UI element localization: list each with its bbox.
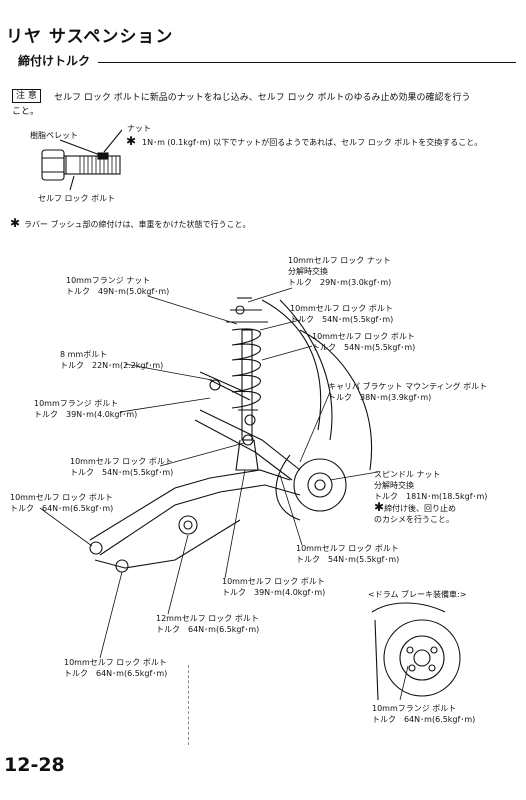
caution-text-line2: こと。 bbox=[12, 107, 40, 117]
callout-flange-bolt: 10mmフランジ ボルトトルク 39N･m(4.0kgf･m) bbox=[34, 399, 138, 419]
callout-upper-nut: 10mmセルフ ロック ナット分解時交換トルク 29N･m(3.0kgf･m) bbox=[288, 256, 392, 287]
callout-lower-arm-bolt: 10mmセルフ ロック ボルトトルク 39N･m(4.0kgf･m) bbox=[222, 577, 326, 597]
callout-drum-flange-bolt: 10mmフランジ ボルトトルク 64N･m(6.5kgf･m) bbox=[372, 704, 476, 724]
callout-flange-nut: 10mmフランジ ナットトルク 49N･m(5.0kgf･m) bbox=[66, 276, 170, 296]
binding-margin bbox=[188, 665, 189, 745]
self-lock-bolt-label: セルフ ロック ボルト bbox=[38, 194, 116, 203]
callout-trailing-arm-bolt: 10mmセルフ ロック ボルトトルク 64N･m(6.5kgf･m) bbox=[10, 493, 114, 513]
resin-pellet-label: 樹脂ペレット bbox=[30, 131, 78, 140]
callout-shock-bolt: 10mmセルフ ロック ボルトトルク 54N･m(5.5kgf･m) bbox=[290, 304, 394, 324]
star-marker-icon: ✱ bbox=[126, 134, 137, 148]
body-outline bbox=[261, 299, 372, 521]
page-title: リヤ サスペンション bbox=[6, 27, 174, 47]
callout-8mm-bolt: 8 mmボルトトルク 22N･m(2.2kgf･m) bbox=[60, 350, 164, 370]
page-number: 12-28 bbox=[4, 754, 65, 776]
caution-label: 注 意 bbox=[12, 89, 41, 103]
callout-lower-knuckle-bolt: 10mmセルフ ロック ボルトトルク 54N･m(5.5kgf･m) bbox=[296, 544, 400, 564]
callout-spindle-nut: スピンドル ナット分解時交換トルク 181N･m(18.5kgf･m) ✱締付け… bbox=[374, 470, 488, 524]
drum-brake-caption: <ドラム ブレーキ装備車:> bbox=[368, 590, 467, 599]
callout-12mm-bolt: 12mmセルフ ロック ボルトトルク 64N･m(6.5kgf･m) bbox=[156, 614, 260, 634]
nut-label: ナット bbox=[127, 124, 151, 133]
callout-caliper-bolt: キャリパ ブラケット マウンティング ボルトトルク 38N･m(3.9kgf･m… bbox=[328, 382, 488, 402]
lower-arms bbox=[89, 305, 301, 573]
section-rule bbox=[98, 62, 516, 63]
shock-spring bbox=[226, 297, 268, 471]
caution-text-line1: セルフ ロック ボルトに新品のナットをねじ込み、セルフ ロック ボルトのゆるみ止… bbox=[54, 93, 471, 103]
rubber-bush-note: ラバー ブッシュ部の締付けは、車重をかけた状態で行うこと。 bbox=[24, 220, 251, 229]
star-marker-icon: ✱ bbox=[374, 500, 385, 514]
leader-lines bbox=[39, 287, 379, 659]
bolt-check-note: 1N･m (0.1kgf･m) 以下でナットが回るようであれば、セルフ ロック … bbox=[142, 138, 483, 147]
callout-arm-bolt: 10mmセルフ ロック ボルトトルク 54N･m(5.5kgf･m) bbox=[312, 332, 416, 352]
callout-front-bolt: 10mmセルフ ロック ボルトトルク 64N･m(6.5kgf･m) bbox=[64, 658, 168, 678]
star-marker-icon: ✱ bbox=[10, 216, 21, 230]
drum-brake-inset bbox=[371, 602, 461, 701]
callout-knuckle-bolt: 10mmセルフ ロック ボルトトルク 54N･m(5.5kgf･m) bbox=[70, 457, 174, 477]
section-subtitle: 締付けトルク bbox=[18, 54, 91, 68]
bolt-illustration bbox=[41, 129, 123, 191]
